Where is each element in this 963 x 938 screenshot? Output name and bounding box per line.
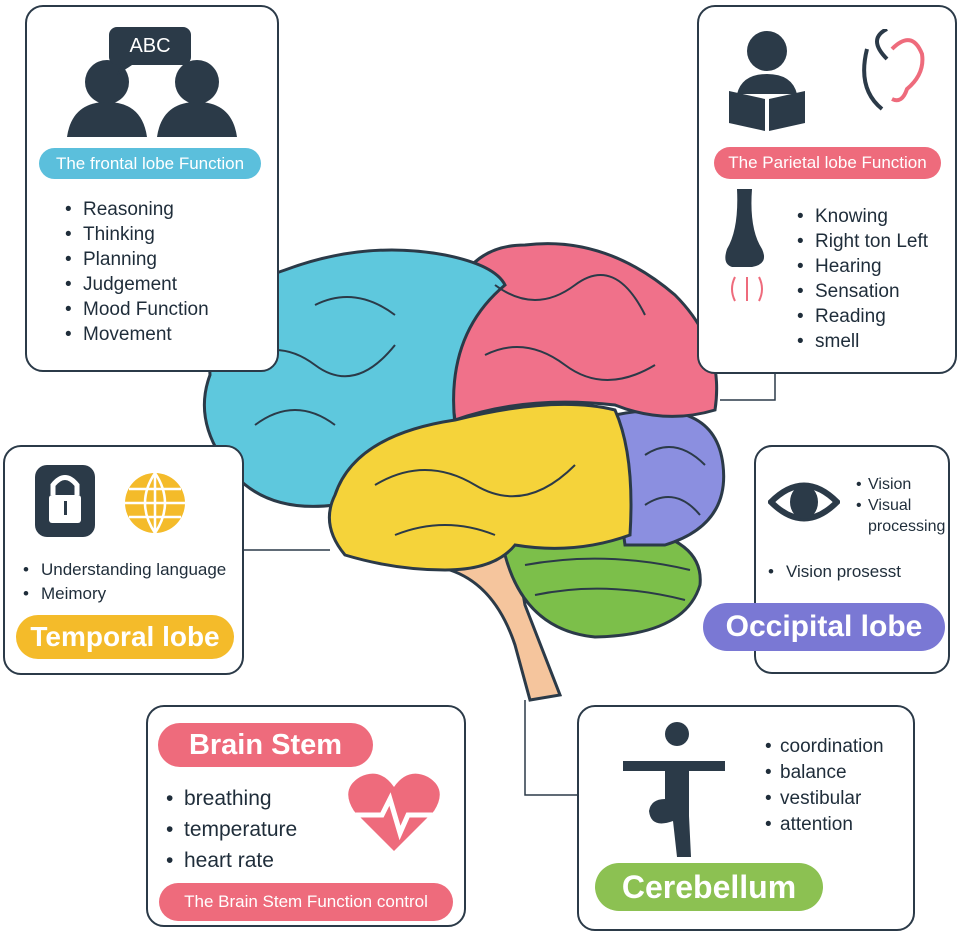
temporal-list: Understanding language Meimory — [23, 558, 226, 606]
cerebellum-title: Cerebellum — [595, 863, 823, 911]
list-item: Movement — [65, 322, 209, 347]
balance-figure-icon — [623, 722, 725, 857]
list-item: attention — [765, 812, 884, 838]
list-item: Vision — [856, 474, 956, 495]
conversation-icon — [67, 27, 237, 137]
nose-icon — [725, 189, 765, 302]
temporal-lobe-card: Understanding language Meimory Temporal … — [3, 445, 244, 675]
brain-illustration — [202, 242, 726, 702]
list-item: Visual processing — [856, 495, 956, 537]
list-item: Planning — [65, 247, 209, 272]
occipital-list: Vision Visual processing — [856, 474, 956, 537]
occipital-title: Occipital lobe — [703, 603, 945, 651]
list-item: balance — [765, 760, 884, 786]
parietal-list: Knowing Right ton Left Hearing Sensation… — [797, 204, 928, 354]
list-item: Vision prosesst — [768, 562, 901, 582]
heart-rate-icon — [348, 773, 440, 851]
list-item: breathing — [166, 783, 297, 814]
brain-stem-footer: The Brain Stem Function control — [159, 883, 453, 921]
list-item: Right ton Left — [797, 229, 928, 254]
brain-stem-card: Brain Stem breathing temperature heart r… — [146, 705, 466, 927]
parietal-lobe-card: The Parietal lobe Function Knowing Right… — [697, 5, 957, 374]
list-item: Reasoning — [65, 197, 209, 222]
eye-icon — [768, 482, 840, 522]
list-item: Knowing — [797, 204, 928, 229]
frontal-lobe-card: ABC The frontal lobe Function Reasoning … — [25, 5, 279, 372]
frontal-list: Reasoning Thinking Planning Judgement Mo… — [65, 197, 209, 347]
list-item: Meimory — [23, 582, 226, 606]
list-item: Thinking — [65, 222, 209, 247]
brain-stem-title: Brain Stem — [158, 723, 373, 767]
list-item: vestibular — [765, 786, 884, 812]
list-item: temperature — [166, 814, 297, 845]
cerebellum-card: coordination balance vestibular attentio… — [577, 705, 915, 931]
cerebellum-list: coordination balance vestibular attentio… — [765, 734, 884, 838]
temporal-title: Temporal lobe — [16, 615, 234, 659]
list-item: Reading — [797, 304, 928, 329]
list-item: Hearing — [797, 254, 928, 279]
frontal-title: The frontal lobe Function — [39, 148, 261, 179]
list-item: coordination — [765, 734, 884, 760]
list-item: Mood Function — [65, 297, 209, 322]
brain-stem-list: breathing temperature heart rate — [166, 783, 297, 876]
parietal-title: The Parietal lobe Function — [714, 147, 941, 179]
list-item: Understanding language — [23, 558, 226, 582]
reading-icon — [729, 29, 925, 131]
occipital-extra: Vision prosesst — [768, 562, 901, 582]
list-item: Sensation — [797, 279, 928, 304]
list-item: smell — [797, 329, 928, 354]
list-item: heart rate — [166, 845, 297, 876]
list-item: Judgement — [65, 272, 209, 297]
lock-globe-icons — [35, 465, 185, 537]
speech-bubble-text: ABC — [129, 35, 171, 57]
